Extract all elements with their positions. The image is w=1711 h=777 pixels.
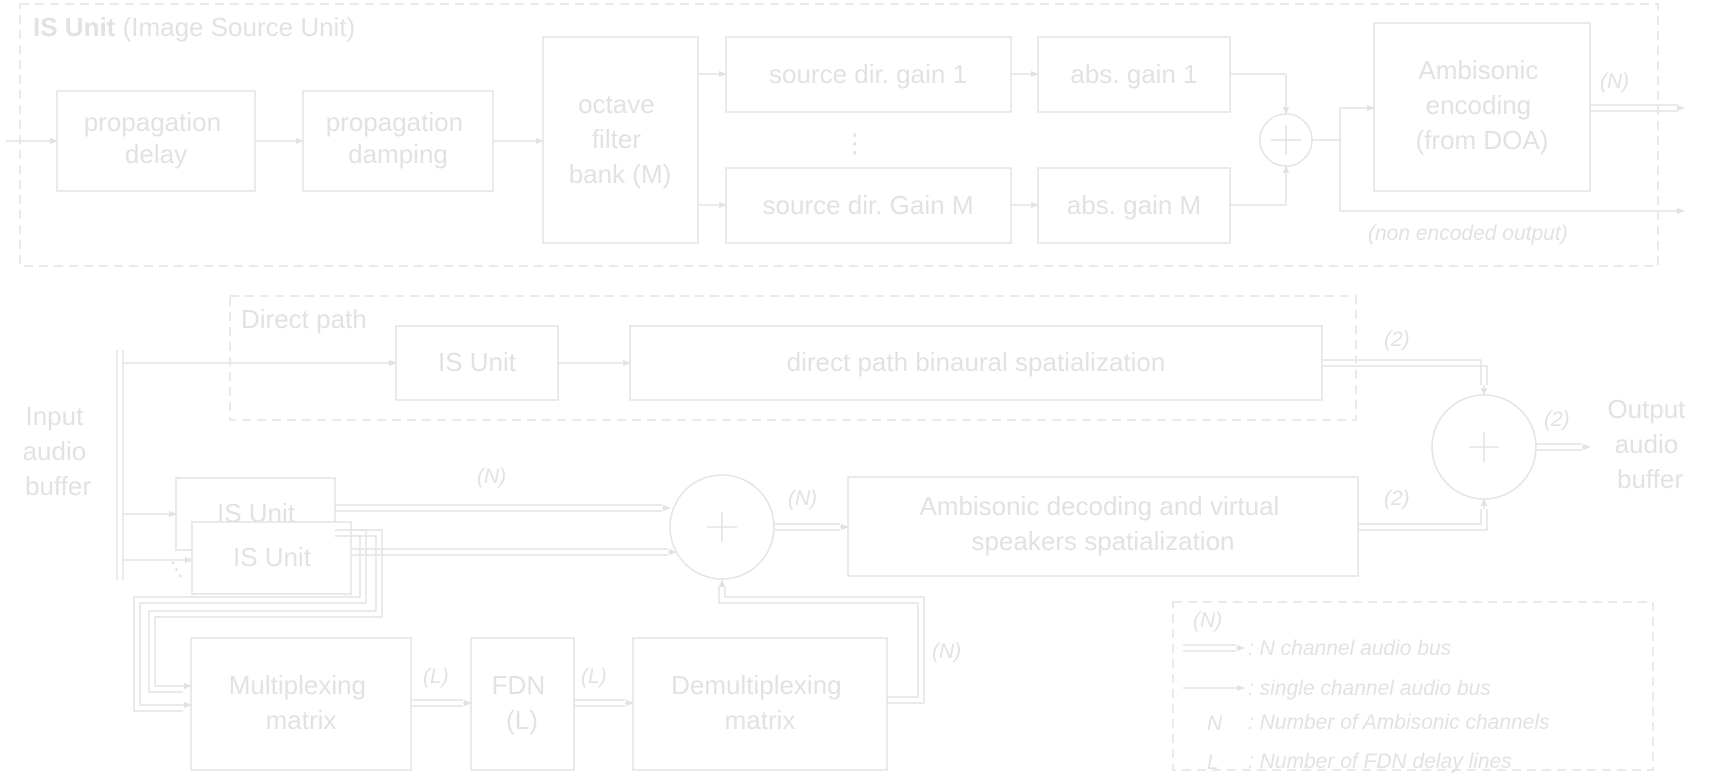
source-dir-gain-m-label: source dir. Gain M bbox=[763, 190, 974, 220]
propagation-damping-box bbox=[302, 90, 494, 192]
demux-bus-label: (N) bbox=[932, 640, 961, 663]
direct-path-group: Direct path IS Unit direct path binaural… bbox=[229, 295, 1357, 421]
direct-spatialization-box bbox=[629, 325, 1323, 401]
octave-filter-bank-box bbox=[542, 36, 699, 244]
legend-bus-label: (N) bbox=[1193, 609, 1222, 632]
multiplexing-matrix-label: Multiplexing matrix bbox=[229, 670, 374, 735]
legend-l-symbol: L bbox=[1207, 751, 1219, 774]
legend-n-bus-text: : N channel audio bus bbox=[1248, 637, 1452, 660]
legend-n-symbol: N bbox=[1207, 712, 1223, 735]
reverb-is-unit-box-2 bbox=[191, 521, 352, 595]
main-wires bbox=[123, 359, 1591, 712]
non-encoded-output-label: (non encoded output) bbox=[1368, 222, 1568, 245]
abs-gain-m-label: abs. gain M bbox=[1067, 190, 1201, 220]
source-dir-gain-1-box bbox=[725, 36, 1012, 113]
demultiplexing-matrix-label: Demultiplexing matrix bbox=[671, 670, 849, 735]
is-unit-wires bbox=[6, 70, 1685, 215]
is-unit-ellipsis: ⋮ bbox=[161, 553, 193, 586]
direct-path-frame bbox=[229, 295, 1357, 421]
main-flow: Input audio buffer IS Unit IS Unit ⋮ Amb… bbox=[23, 328, 1692, 771]
sum-to-decoding-bus-label: (N) bbox=[788, 487, 817, 510]
input-buffer-label: Input audio buffer bbox=[23, 401, 94, 501]
ambisonic-encoding-box bbox=[1373, 22, 1591, 192]
demultiplexing-matrix-box bbox=[632, 637, 888, 771]
legend-single-bus-text: : single channel audio bus bbox=[1248, 677, 1491, 700]
final-output-bus-label: (2) bbox=[1544, 408, 1570, 431]
is-unit-title-bold: IS Unit bbox=[33, 12, 116, 42]
source-dir-gain-m-box bbox=[725, 167, 1012, 244]
multiplexing-matrix-box bbox=[190, 637, 412, 771]
abs-gain-m-box bbox=[1037, 167, 1231, 244]
is-unit-title-rest: (Image Source Unit) bbox=[115, 12, 355, 42]
octave-filter-bank-label: octave filter bank (M) bbox=[569, 89, 672, 189]
ambisonic-decoding-label: Ambisonic decoding and virtual speakers … bbox=[919, 491, 1286, 556]
propagation-delay-box bbox=[56, 90, 256, 192]
propagation-damping-label: propagation damping bbox=[326, 107, 471, 169]
fdn-to-demux-bus-label: (L) bbox=[581, 665, 607, 688]
decoding-output-bus-label: (2) bbox=[1384, 487, 1410, 510]
propagation-delay-label: propagation delay bbox=[84, 107, 229, 169]
output-sum-symbol bbox=[1431, 394, 1537, 500]
direct-is-unit-label: IS Unit bbox=[438, 347, 517, 377]
is-unit-panel-title: IS Unit (Image Source Unit) bbox=[33, 12, 355, 42]
is-sum-symbol bbox=[1259, 113, 1313, 167]
is-unit-panel: IS Unit (Image Source Unit) propagation … bbox=[6, 3, 1685, 267]
gain-ellipsis: ⋮ bbox=[842, 128, 868, 158]
direct-spatialization-label: direct path binaural spatialization bbox=[787, 347, 1166, 377]
direct-output-bus-label: (2) bbox=[1384, 328, 1410, 351]
abs-gain-1-label: abs. gain 1 bbox=[1070, 59, 1197, 89]
direct-is-unit-box bbox=[395, 325, 559, 401]
is-to-sum-bus-label: (N) bbox=[477, 465, 506, 488]
fdn-box bbox=[470, 637, 575, 771]
legend-frame bbox=[1172, 601, 1654, 771]
output-buffer-label: Output audio buffer bbox=[1607, 394, 1692, 494]
fdn-label: FDN (L) bbox=[492, 670, 553, 735]
legend-n-description: : Number of Ambisonic channels bbox=[1248, 711, 1550, 734]
source-dir-gain-1-label: source dir. gain 1 bbox=[769, 59, 967, 89]
ambisonic-decoding-box bbox=[847, 476, 1359, 577]
legend: (N) : N channel audio bus : single chann… bbox=[1172, 601, 1654, 774]
direct-path-title: Direct path bbox=[241, 304, 367, 334]
legend-l-description: : Number of FDN delay lines bbox=[1248, 750, 1512, 773]
reverb-sum-symbol bbox=[669, 474, 775, 580]
reverb-is-unit-label-2: IS Unit bbox=[233, 542, 312, 572]
encoded-output-label: (N) bbox=[1600, 70, 1629, 93]
ambisonic-encoding-label: Ambisonic encoding (from DOA) bbox=[1416, 55, 1549, 155]
is-unit-panel-frame bbox=[19, 3, 1659, 267]
mux-to-fdn-bus-label: (L) bbox=[423, 665, 449, 688]
